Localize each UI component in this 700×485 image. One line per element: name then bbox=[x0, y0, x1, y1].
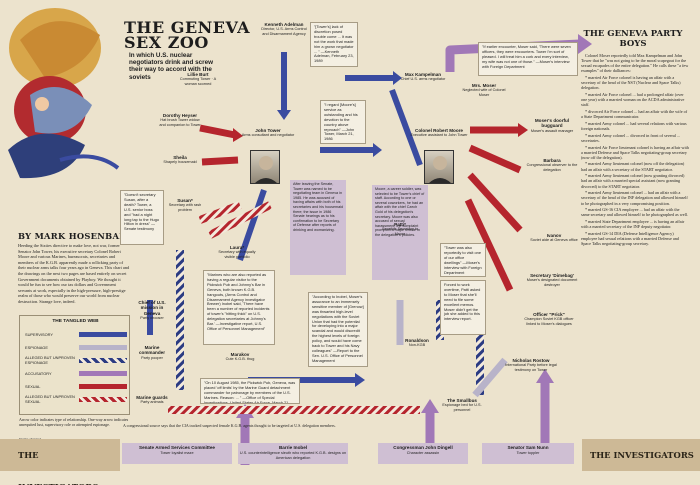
investigators-label-right: THE INVESTIGATORS bbox=[582, 439, 700, 471]
note-moore-career: Moore, a career soldier, was selected to… bbox=[372, 185, 428, 280]
legend-swatch-alleged-espionage bbox=[79, 358, 127, 363]
quote-off-limits-order: "On 10 August 1985, the Pickwick Pub, Ge… bbox=[200, 378, 300, 404]
espionage-arrows bbox=[396, 300, 508, 398]
legend-tangled-web: THE TANGLED WEB SUPERVISORY ESPIONAGE AL… bbox=[19, 315, 130, 415]
quote-forced-overtime: Forced to work overtime, Patti asked to … bbox=[440, 280, 486, 335]
john-tower-portrait bbox=[250, 150, 280, 184]
colonel-moore-portrait bbox=[424, 150, 454, 184]
page-subtitle: In which U.S. nuclear negotiators drink … bbox=[129, 52, 213, 81]
party-boys-text: Colonel Moser reportedly told Max Kampel… bbox=[581, 53, 689, 247]
quote-marines-pickwick: "Marines who are also reported as having… bbox=[203, 270, 275, 345]
legend-title: THE TANGLED WEB bbox=[52, 319, 99, 324]
legend-swatch-supervisory bbox=[79, 332, 127, 337]
legend-row-supervisory: SUPERVISORY bbox=[25, 330, 127, 339]
node-secretary-dimebag: Secretary 'Dimebag'Moser's designated do… bbox=[526, 273, 578, 287]
legend-row-alleged-espionage: ALLEGED BUT UNPROVEN ESPIONAGE bbox=[25, 355, 127, 365]
legend-swatch-espionage bbox=[79, 345, 127, 350]
legend-row-espionage: ESPIONAGE bbox=[25, 343, 127, 352]
legend-row-alleged-sexual: ALLEGED BUT UNPROVEN SEXUAL bbox=[25, 394, 127, 404]
party-boys-title: THE GENEVA PARTY BOYS bbox=[583, 29, 683, 49]
legend-swatch-accusatory bbox=[79, 371, 127, 376]
node-susan: Susan*Secretary with rash problem bbox=[168, 198, 202, 212]
node-laura: Laura*Secretary with equally visible por… bbox=[218, 245, 256, 259]
sexual-heads bbox=[233, 123, 528, 142]
quote-tower-office: "Tower was also reportedly to visit one … bbox=[440, 243, 486, 277]
legend-swatch-alleged-sexual bbox=[79, 397, 127, 402]
node-officer-prick: Officer "Prick"Champion Soviet KGB offic… bbox=[524, 312, 574, 326]
legend-note: Arrow color indicates type of relationsh… bbox=[19, 417, 129, 427]
quote-kenneth-adelman: "[Tower's] lack of discretion posed trou… bbox=[310, 22, 358, 67]
note-after-leaving-senate: After leaving the Senate, Tower was name… bbox=[290, 180, 346, 275]
quote-i-regard: "I regard [Moore's] service as outstandi… bbox=[320, 100, 366, 144]
quote-doesnt-secretary: "Doesn't secretary Susan, after a death?… bbox=[120, 190, 164, 245]
legend-row-accusatory: ACCUSATORY bbox=[25, 369, 127, 378]
byline: BY MARK HOSENBALL bbox=[18, 231, 132, 241]
sexual-arrows bbox=[199, 124, 523, 292]
footnote-cia: A congressional source says that the CIA… bbox=[123, 423, 336, 428]
tower-caricature-illustration bbox=[8, 8, 120, 179]
legend-swatch-sexual bbox=[79, 384, 127, 389]
quote-according-inobel: "According to Inobel, Moser's assurance … bbox=[308, 292, 368, 367]
legend-row-sexual: SEXUAL bbox=[25, 382, 127, 391]
investigators-label-left: THE INVESTIGATORS bbox=[0, 439, 120, 485]
intro-text: Heeding the Sixties directive to make lo… bbox=[18, 243, 130, 304]
node-patti: Patti*Sensible Secretary to Moore bbox=[381, 222, 419, 236]
supervisory-heads bbox=[277, 71, 402, 387]
page-title: THE GENEVA SEX ZOO bbox=[124, 18, 251, 52]
quote-moser-interview: "If earlier encounter, Moser said, 'Ther… bbox=[478, 42, 578, 76]
